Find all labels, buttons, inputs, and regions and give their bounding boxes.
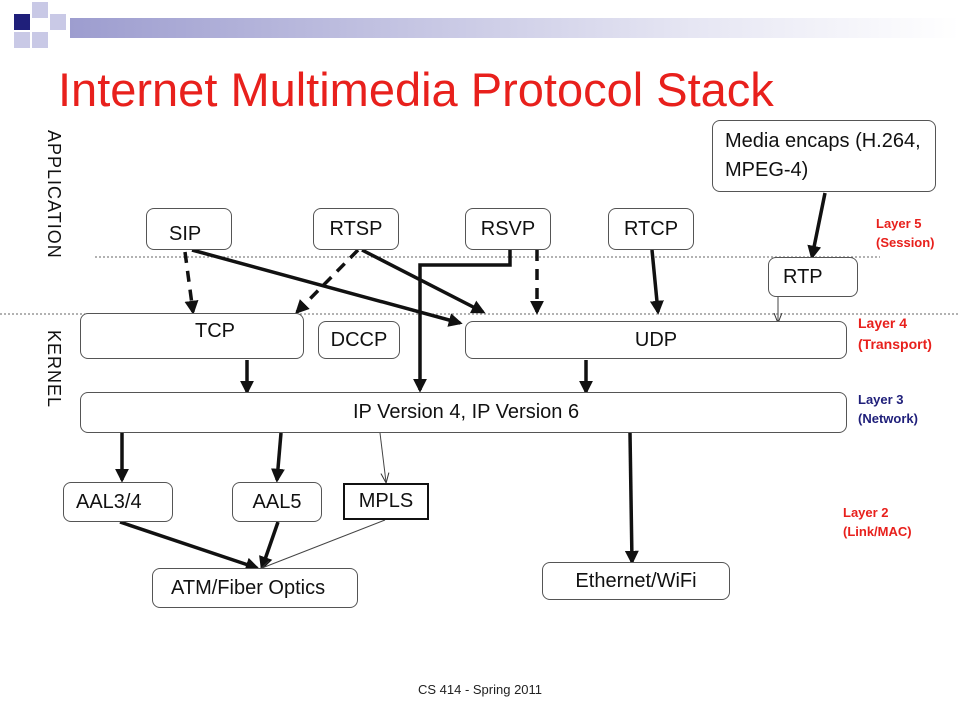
- layer3-desc: (Network): [858, 411, 918, 426]
- layer2-desc: (Link/MAC): [843, 524, 912, 539]
- ethernet-label: Ethernet/WiFi: [575, 569, 697, 592]
- atm-label: ATM/Fiber Optics: [171, 576, 326, 599]
- rtsp-box: RTSP: [313, 208, 399, 250]
- dccp-label: DCCP: [330, 328, 388, 351]
- aal34-label: AAL3/4: [76, 490, 142, 513]
- mpls-box: MPLS: [343, 483, 429, 520]
- arrow-ip-to-aal5: [270, 432, 285, 483]
- arrow-rtcp-to-udp: [649, 249, 664, 315]
- slide-title: Internet Multimedia Protocol Stack: [58, 63, 774, 116]
- slide-footer: CS 414 - Spring 2011: [417, 682, 543, 697]
- layer4-label: Layer 4 (Transport): [858, 313, 932, 355]
- aal5-box: AAL5: [232, 482, 322, 522]
- corner-square-dark: [14, 14, 30, 30]
- arrow-ip-to-ethernet: [624, 432, 639, 565]
- layer4-name: Layer 4: [858, 315, 908, 331]
- arrow-rsvp-to-ip: [413, 249, 512, 393]
- media-encaps-box: Media encaps (H.264, MPEG-4): [712, 120, 936, 192]
- arrow-aal5-to-atm: [259, 521, 280, 571]
- sip-box: SIP: [146, 208, 232, 250]
- arrow-aal34-to-atm: [119, 520, 260, 572]
- layer5-desc: (Session): [876, 235, 935, 250]
- udp-label: UDP: [634, 328, 678, 351]
- rtp-box: RTP: [768, 257, 858, 297]
- layer3-label: Layer 3 (Network): [858, 390, 918, 428]
- rtcp-box: RTCP: [608, 208, 694, 250]
- corner-square-light: [14, 32, 30, 48]
- layer2-label: Layer 2 (Link/MAC): [843, 503, 912, 541]
- udp-box: UDP: [465, 321, 847, 359]
- atm-box: ATM/Fiber Optics: [152, 568, 358, 608]
- ip-box: IP Version 4, IP Version 6: [80, 392, 847, 433]
- rsvp-label: RSVP: [480, 217, 536, 240]
- sip-label: SIP: [169, 222, 202, 245]
- layer5-label: Layer 5 (Session): [876, 214, 935, 252]
- ip-label: IP Version 4, IP Version 6: [353, 401, 580, 423]
- rtcp-label: RTCP: [623, 217, 679, 240]
- media-encaps-label: Media encaps (H.264, MPEG-4): [725, 130, 921, 181]
- layer3-name: Layer 3: [858, 392, 904, 407]
- tcp-label: TCP: [195, 320, 235, 342]
- tcp-box: TCP: [80, 313, 304, 359]
- arrow-rtsp-to-tcp: [295, 248, 360, 314]
- rsvp-box: RSVP: [465, 208, 551, 250]
- layer4-desc: (Transport): [858, 336, 932, 352]
- corner-square-light: [50, 14, 66, 30]
- aal34-box: AAL3/4: [63, 482, 173, 522]
- corner-square-light: [32, 2, 48, 18]
- mpls-label: MPLS: [358, 490, 414, 512]
- rtp-label: RTP: [783, 265, 823, 288]
- arrow-mpls-to-atm: [262, 519, 386, 568]
- aal5-label: AAL5: [252, 490, 302, 513]
- rtsp-label: RTSP: [329, 217, 383, 240]
- arrow-sip-to-udp: [191, 248, 463, 327]
- ethernet-box: Ethernet/WiFi: [542, 562, 730, 600]
- arrow-sip-to-tcp: [183, 251, 199, 315]
- arrow-media-to-rtp: [807, 192, 827, 260]
- arrow-ip-to-mpls: [379, 432, 386, 482]
- layer2-name: Layer 2: [843, 505, 889, 520]
- corner-square-light: [32, 32, 48, 48]
- layer5-name: Layer 5: [876, 216, 922, 231]
- dccp-box: DCCP: [318, 321, 400, 359]
- header-gradient-bar: [70, 18, 960, 38]
- arrow-rtsp-to-udp: [361, 248, 486, 314]
